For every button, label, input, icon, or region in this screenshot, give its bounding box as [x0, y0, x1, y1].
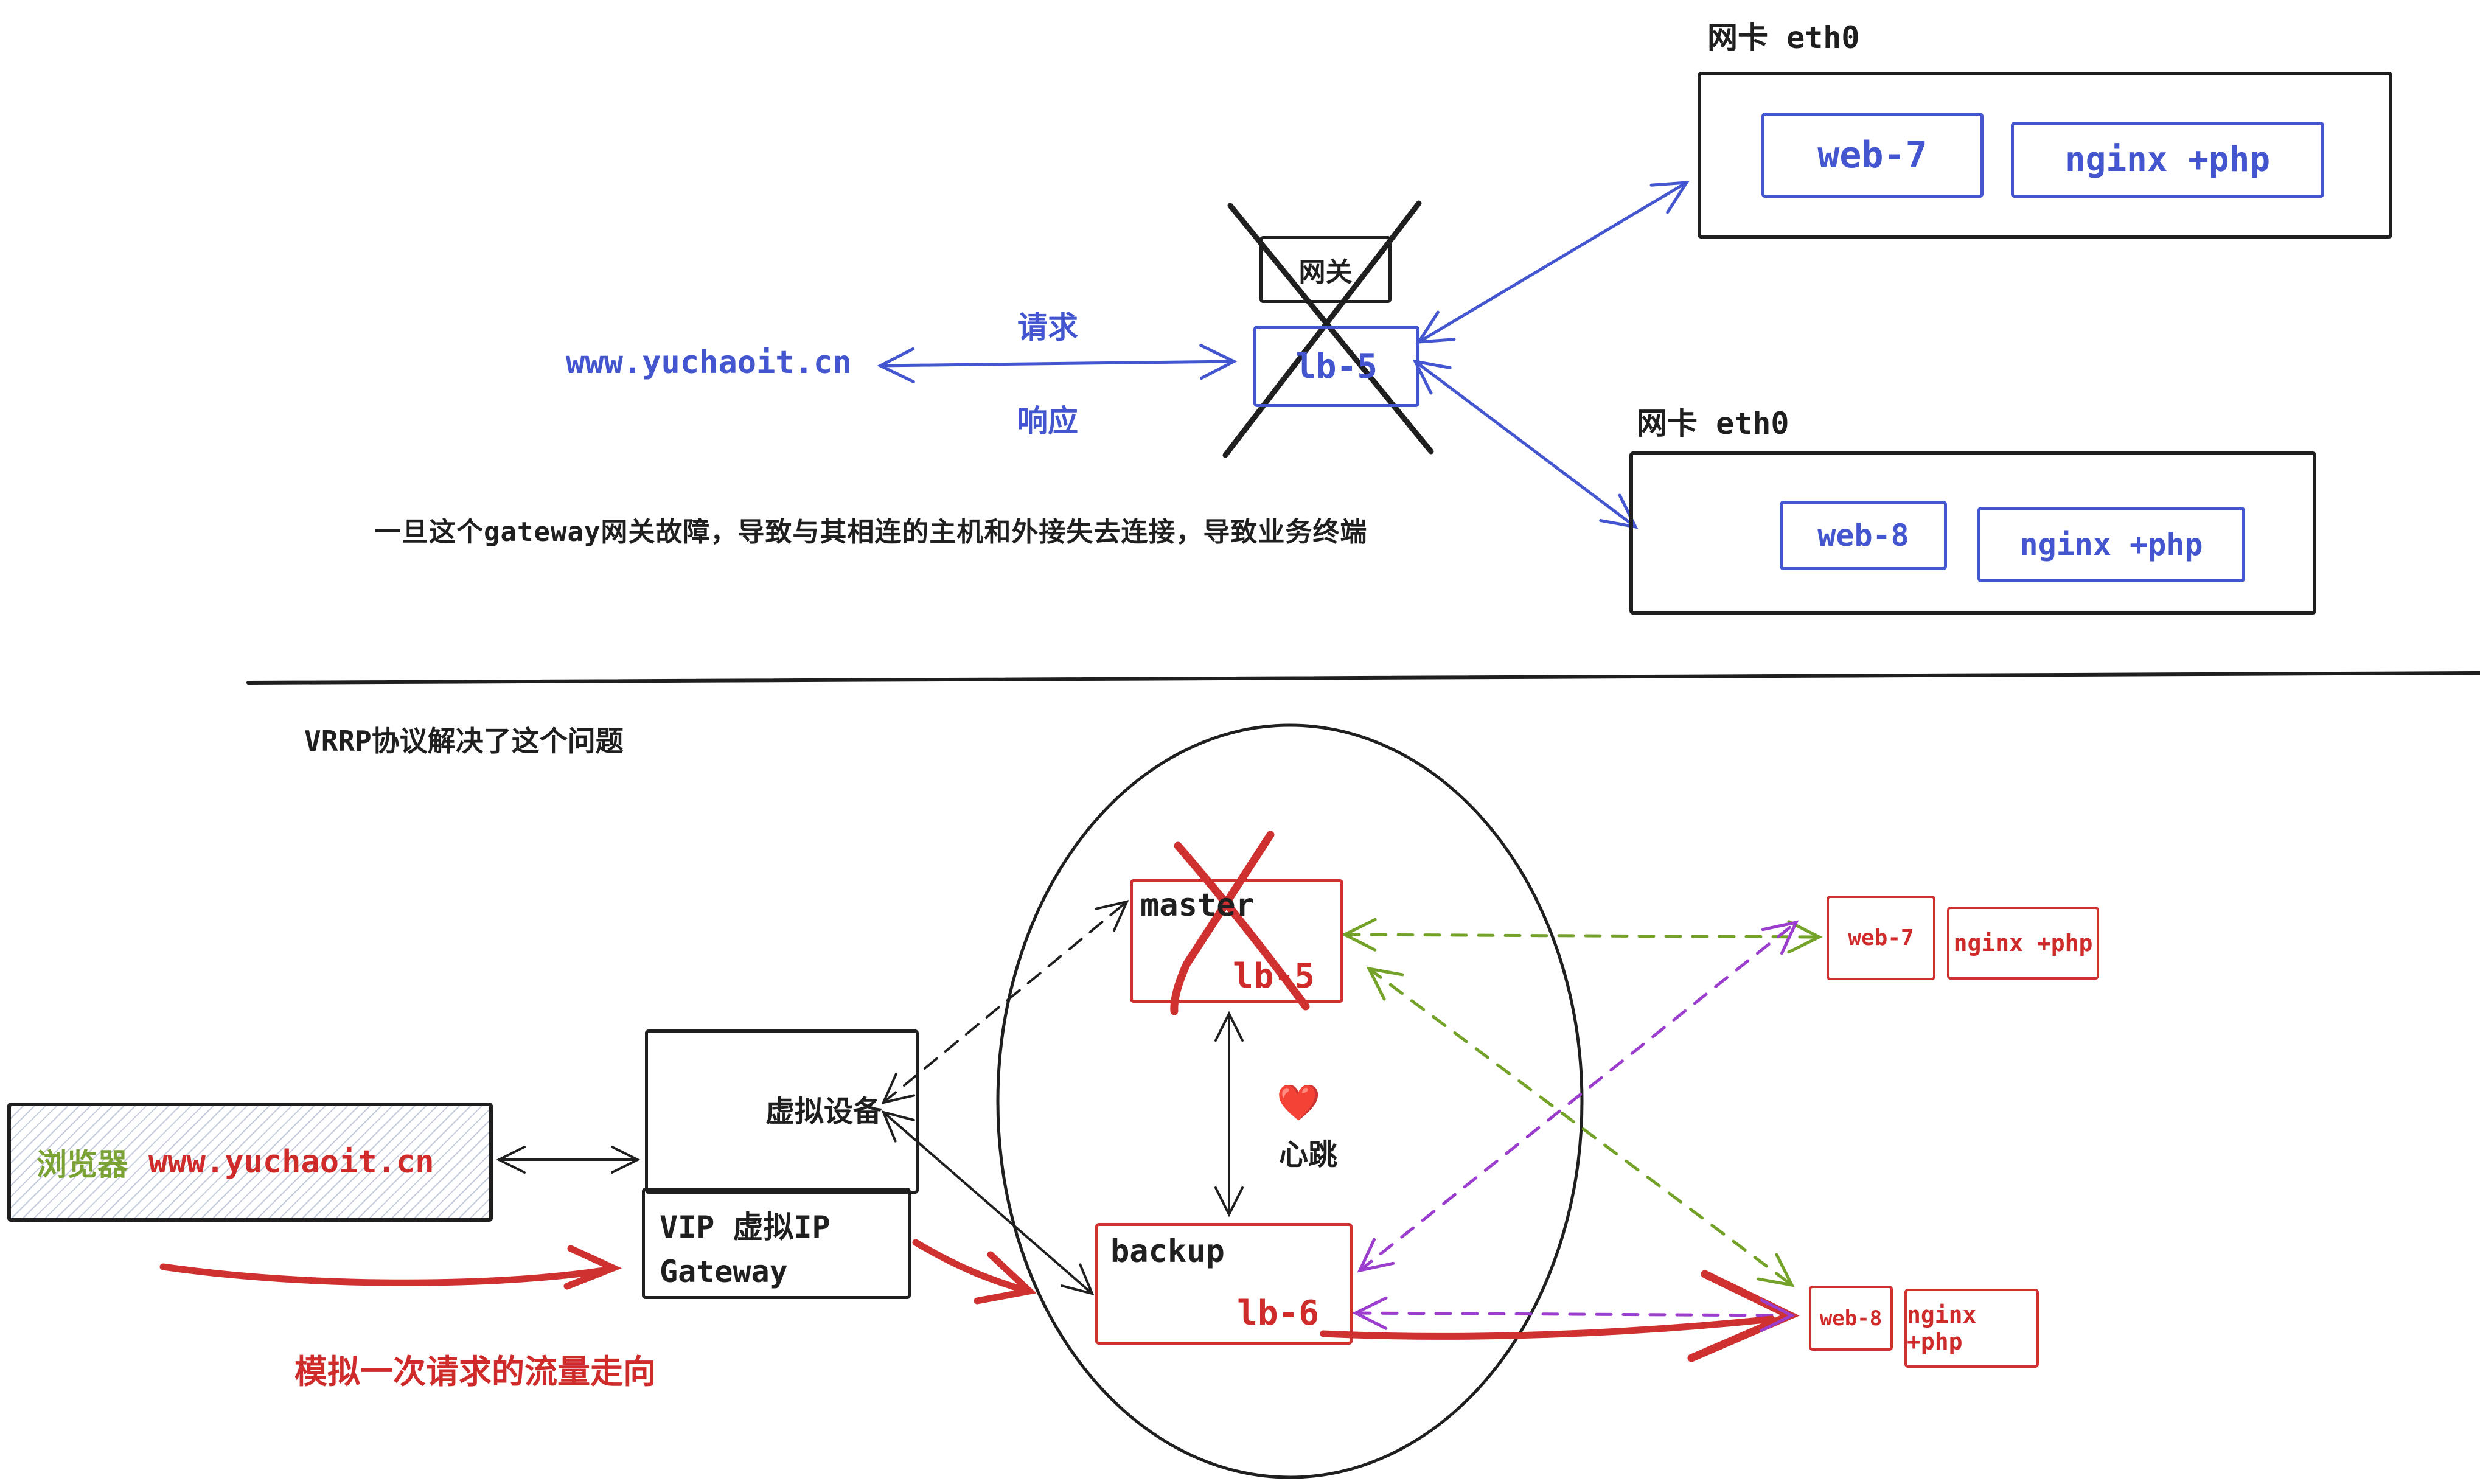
master-host-label: lb-5	[1233, 956, 1315, 996]
flow-arrow-backup-web8	[1320, 1315, 1775, 1340]
gateway-cross-stroke-1	[1227, 203, 1434, 455]
arrowhead	[881, 1110, 915, 1143]
browser-label: 浏览器	[37, 1147, 128, 1182]
master-box: master lb-5	[1130, 879, 1343, 1003]
lb5-host-label: lb-5	[1295, 346, 1378, 386]
client-url-label: www.yuchaoit.cn	[566, 344, 852, 381]
backup-web7-dashed-arrow	[1358, 921, 1798, 1272]
gateway-box: 网关	[1259, 236, 1392, 303]
web8-host-label-bottom: web-8	[1819, 1306, 1883, 1331]
master-web7-dashed-arrow	[1343, 933, 1821, 939]
arrowhead	[496, 1146, 526, 1174]
lb5-web7-arrow	[1417, 181, 1688, 344]
nic-label-2: 网卡 eth0	[1637, 406, 1789, 441]
arrowhead	[611, 1146, 641, 1174]
backup-box: backup lb-6	[1095, 1223, 1353, 1345]
web8-stack-label: nginx +php	[2019, 527, 2203, 562]
master-web8-dashed-arrow	[1367, 967, 1794, 1287]
section-divider	[246, 671, 2480, 685]
arrowhead	[1599, 493, 1639, 529]
web8-stack-bottom: nginx +php	[1904, 1289, 2039, 1368]
web7-host-label-bottom: web-7	[1848, 925, 1914, 950]
arrowhead	[1649, 181, 1690, 214]
web7-stack-label: nginx +php	[2064, 140, 2271, 179]
browser-url-label: www.yuchaoit.cn	[148, 1144, 434, 1180]
backup-role-label: backup	[1110, 1233, 1225, 1270]
arrowhead	[877, 347, 915, 383]
host-group-web7	[1698, 72, 2392, 239]
backup-host-label: lb-6	[1237, 1294, 1319, 1333]
request-response-arrow	[879, 360, 1236, 368]
web7-stack-bottom: nginx +php	[1947, 907, 2099, 980]
heartbeat-label: 心跳	[1279, 1138, 1338, 1172]
arrowhead	[1095, 900, 1129, 932]
web7-stack-label-bottom: nginx +php	[1953, 930, 2093, 956]
arrowhead	[1061, 1263, 1095, 1295]
arrowhead	[1341, 918, 1377, 952]
lb5-web8-arrow	[1413, 360, 1637, 529]
web7-stack-top: nginx +php	[2011, 122, 2324, 198]
arrowhead	[1366, 966, 1404, 1001]
request-label: 请求	[1017, 310, 1078, 345]
web7-node-top: web-7	[1761, 113, 1984, 198]
web8-node-top: web-8	[1780, 501, 1947, 570]
virtual-device-box: 虚拟设备	[645, 1029, 919, 1194]
failure-note: 一旦这个gateway网关故障，导致与其相连的主机和外接失去连接，导致业务终端	[374, 517, 1368, 548]
browser-box: 浏览器 www.yuchaoit.cn	[7, 1103, 493, 1222]
nic-label-1: 网卡 eth0	[1707, 20, 1860, 55]
arrowhead	[1757, 1253, 1795, 1287]
vip-line2: Gateway	[660, 1254, 788, 1289]
flow-arrow-vip-backup-head	[974, 1251, 1037, 1305]
web7-node-bottom: web-7	[1827, 896, 1935, 980]
flow-arrow-vip-backup	[912, 1239, 1027, 1294]
arrowhead	[1199, 344, 1238, 380]
arrowhead	[1761, 920, 1799, 955]
web8-host-label: web-8	[1817, 518, 1909, 553]
flow-arrow-browser-vip	[159, 1263, 607, 1286]
web7-host-label: web-7	[1817, 134, 1928, 176]
master-cross-stroke-1	[1174, 841, 1310, 1011]
web8-node-bottom: web-8	[1809, 1286, 1893, 1351]
host-group-web8	[1629, 451, 2316, 615]
arrowhead	[1214, 1011, 1244, 1042]
vrrp-group-ellipse	[996, 723, 1584, 1479]
master-role-label: master	[1140, 887, 1255, 924]
gateway-cross-stroke-2	[1222, 200, 1422, 458]
vdev-master-dashed-arrow	[882, 901, 1128, 1104]
response-label: 响应	[1017, 403, 1078, 439]
virtual-device-label: 虚拟设备	[765, 1095, 882, 1129]
web8-stack-top: nginx +php	[1977, 507, 2245, 582]
backup-web8-dashed-arrow	[1354, 1311, 1794, 1317]
vip-box: VIP 虚拟IP Gateway	[642, 1188, 911, 1299]
gateway-label: 网关	[1298, 257, 1353, 288]
arrowhead	[1352, 1296, 1388, 1330]
heart-icon: ❤️	[1277, 1082, 1321, 1123]
arrowhead	[1357, 1238, 1395, 1273]
flow-note: 模拟一次请求的流量走向	[294, 1353, 656, 1391]
arrowhead	[1412, 359, 1452, 395]
section-title: VRRP协议解决了这个问题	[304, 725, 624, 758]
arrowhead	[1760, 1298, 1796, 1332]
master-cross-stroke-2	[1170, 831, 1275, 1015]
arrowhead	[881, 1072, 916, 1104]
vip-line1: VIP 虚拟IP	[660, 1210, 831, 1245]
web8-stack-label-bottom: nginx +php	[1907, 1301, 1977, 1355]
arrowhead	[1787, 920, 1823, 954]
lb5-box-top: lb-5	[1253, 326, 1419, 407]
flow-arrow-browser-vip-head	[563, 1245, 622, 1290]
arrowhead	[1214, 1186, 1244, 1218]
